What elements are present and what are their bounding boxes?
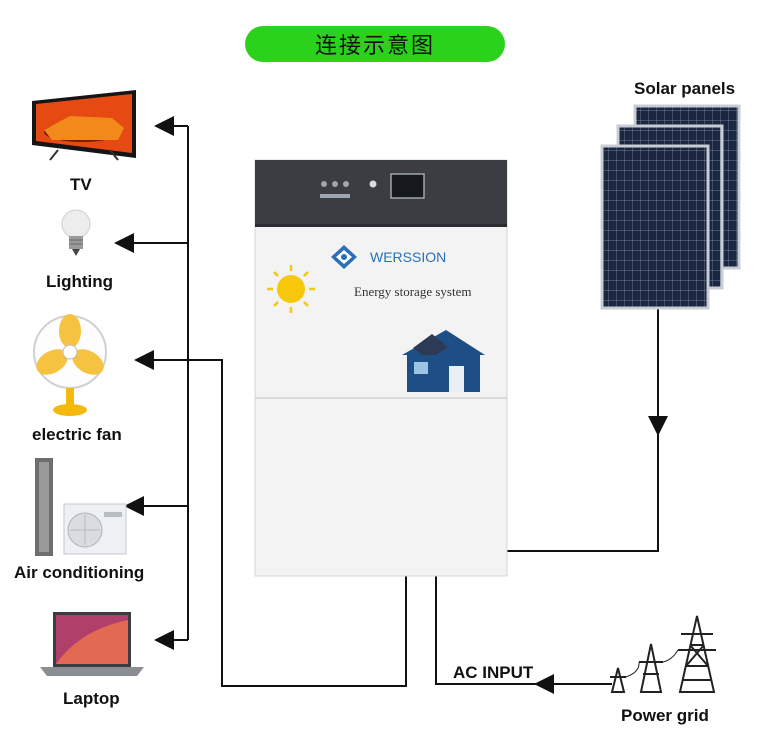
sun-icon — [267, 265, 315, 313]
ac-input-wire — [435, 576, 538, 685]
air-conditioning-label: Air conditioning — [14, 563, 145, 582]
control-panel — [320, 173, 425, 199]
house-icon — [402, 330, 485, 392]
laptop-icon — [40, 612, 144, 676]
solar-panels-label: Solar panels — [634, 79, 736, 98]
power-grid-icon — [610, 615, 716, 693]
laptop-label: Laptop — [63, 689, 120, 708]
power-grid-label: Power grid — [621, 706, 709, 725]
energy-storage-unit — [254, 159, 508, 577]
device-subtitle: Energy storage system — [354, 284, 472, 299]
lighting-label: Lighting — [46, 272, 114, 291]
lightbulb-icon — [61, 209, 91, 256]
solar-panels-icon — [600, 104, 741, 310]
brand-logo-icon — [331, 245, 357, 269]
electric-fan-label: electric fan — [32, 425, 122, 444]
lcd-screen — [390, 173, 425, 199]
diagram-title: 连接示意图 — [245, 26, 505, 62]
solar-to-storage-wire — [507, 432, 659, 552]
ac-input-label: AC INPUT — [453, 663, 534, 682]
tv-icon — [32, 90, 136, 161]
storage-output-wire — [134, 350, 407, 687]
air-conditioner-icon — [35, 458, 127, 556]
electric-fan-icon — [33, 314, 107, 416]
tv-label: TV — [70, 175, 92, 194]
brand-name: WERSSION — [370, 249, 447, 265]
wiring — [114, 116, 668, 694]
